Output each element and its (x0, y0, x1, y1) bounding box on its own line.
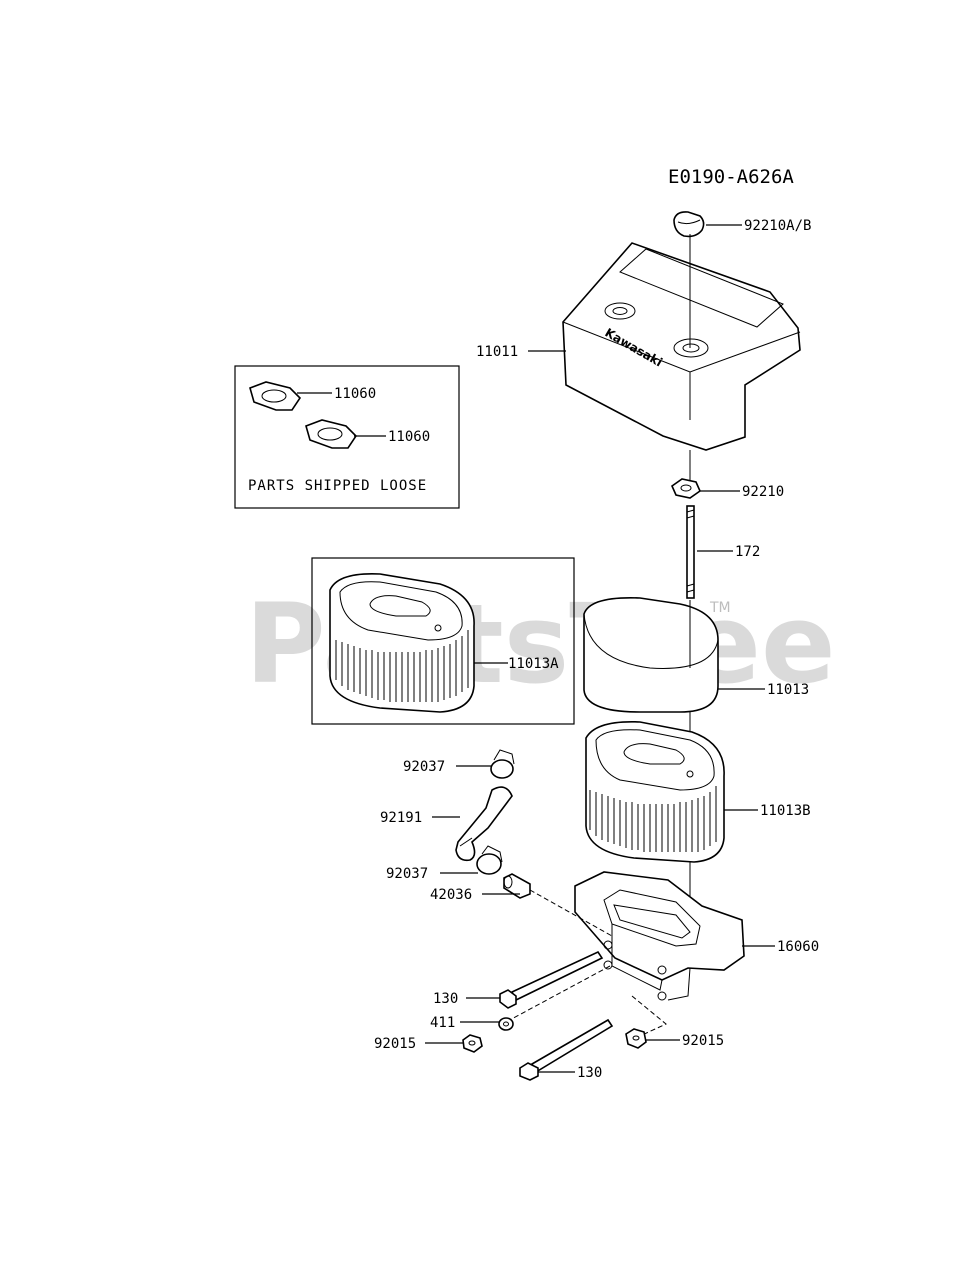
part-11013b-element (585, 721, 725, 863)
label-92015-left: 92015 (374, 1036, 416, 1052)
part-92191-hose (455, 786, 513, 862)
part-42036-fitting (503, 873, 531, 899)
label-130-left: 130 (433, 991, 458, 1007)
label-92037-top: 92037 (403, 759, 445, 775)
label-92015-right: 92015 (682, 1033, 724, 1049)
label-172: 172 (735, 544, 760, 560)
part-11013a-element (329, 573, 475, 713)
part-92037-clamp-top (490, 749, 515, 779)
label-11013: 11013 (767, 682, 809, 698)
loose-parts-caption: PARTS SHIPPED LOOSE (248, 478, 427, 494)
part-92015-nut-left (462, 1034, 483, 1053)
part-11060-gasket-a (249, 381, 302, 411)
label-11011: 11011 (476, 344, 518, 360)
label-11013a: 11013A (508, 656, 559, 672)
part-92037-clamp-bottom (476, 845, 503, 875)
part-16060-base (574, 871, 745, 1001)
part-130-bolt-bottom (519, 1018, 614, 1081)
part-92210ab-knob (673, 211, 705, 238)
label-130-bottom: 130 (577, 1065, 602, 1081)
label-92210: 92210 (742, 484, 784, 500)
diagram-ref: E0190-A626A (668, 166, 794, 188)
part-11011-cover: Kawasaki (562, 242, 801, 451)
part-411-washer (498, 1017, 514, 1031)
part-92210-nut (671, 478, 701, 499)
label-11013b: 11013B (760, 803, 811, 819)
part-92015-nut-right (625, 1028, 647, 1049)
part-130-bolt-left (499, 950, 604, 1009)
label-92210ab: 92210A/B (744, 218, 811, 234)
part-11013-precleaner (583, 597, 719, 713)
label-411: 411 (430, 1015, 455, 1031)
label-92037-bottom: 92037 (386, 866, 428, 882)
label-42036: 42036 (430, 887, 472, 903)
part-172-stud (686, 505, 695, 599)
label-11060-a: 11060 (334, 386, 376, 402)
label-11060-b: 11060 (388, 429, 430, 445)
label-92191: 92191 (380, 810, 422, 826)
part-11060-gasket-b (305, 419, 358, 449)
label-16060: 16060 (777, 939, 819, 955)
loose-parts-box (234, 365, 460, 509)
inset-box-11013a (311, 557, 575, 725)
watermark-tm: TM (709, 600, 731, 616)
